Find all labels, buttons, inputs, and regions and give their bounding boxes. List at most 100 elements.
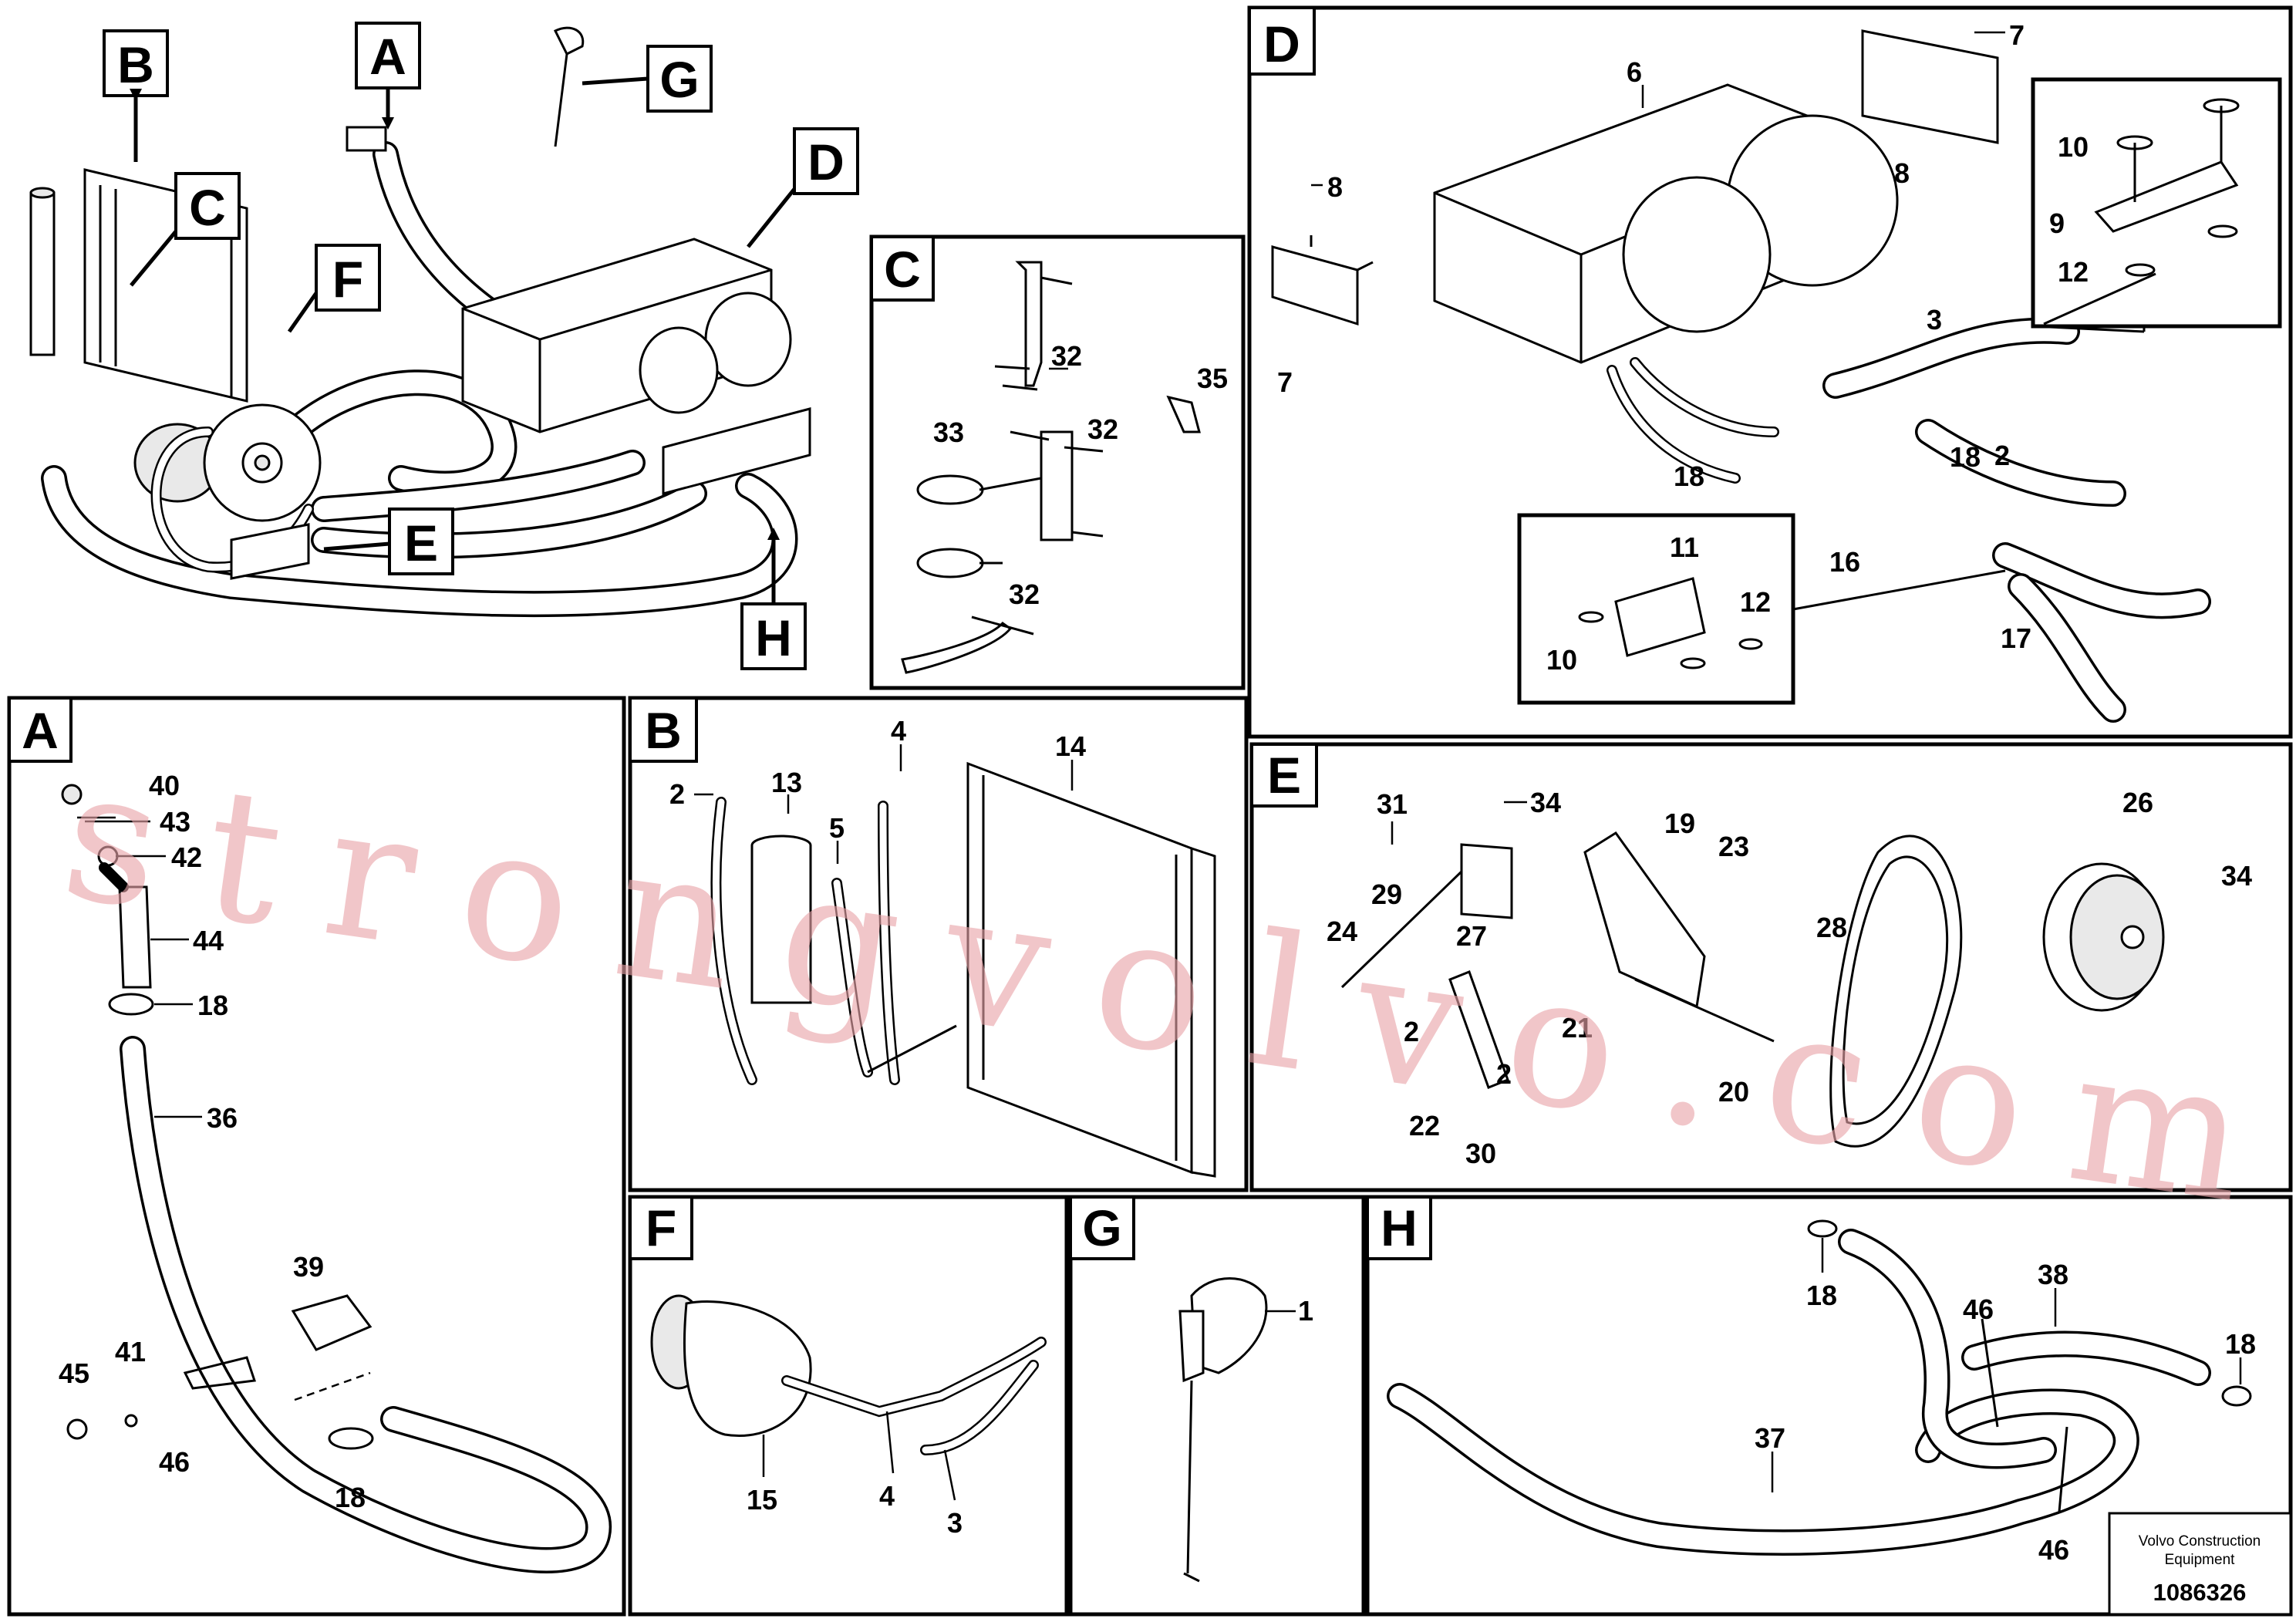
panel-e-callout-24: 24 [1327,916,1357,947]
panel-h-tag-label: H [1381,1199,1418,1256]
panel-f-callout-3: 3 [947,1507,963,1539]
overview-tag-e: E [323,508,454,575]
panel-h-callout-46: 46 [1963,1293,1994,1325]
panel-h-tag [1366,1195,1432,1260]
panel-g: G 1 [1069,1195,1313,1583]
panel-d-callout-12: 12 [1740,586,1771,618]
footer-line2: Equipment [2165,1552,2236,1568]
svg-text:B: B [117,36,154,93]
panel-a-tag-label: A [22,702,59,759]
panel-c-callout-33: 33 [933,416,964,448]
panel-e-callout-34: 34 [2221,860,2252,892]
overview-tag-d: D [747,127,859,248]
panel-h-callout-38: 38 [2038,1259,2068,1290]
panel-e-callout-19: 19 [1664,808,1695,839]
panel-a-callout-40: 40 [149,770,180,801]
panel-d-tag-label: D [1263,15,1300,73]
panel-e-tag-label: E [1267,747,1301,804]
panel-e-callout-27: 27 [1456,920,1487,952]
panel-b-callout-14: 14 [1055,730,1086,762]
panel-b: B 2 13 4 14 5 [629,696,1216,1178]
panel-c-tag-label: C [884,241,921,298]
overview-tag-h: H [740,528,807,670]
panel-b-callout-4: 4 [891,715,906,747]
panel-b-callout-2: 2 [669,778,685,810]
panel-e-callout-2: 2 [1404,1016,1419,1047]
panel-c-tag [870,235,935,302]
panel-d-callout-17: 17 [2001,622,2031,654]
panel-f-tag-label: F [646,1199,676,1256]
panel-e-callout-20: 20 [1718,1076,1749,1108]
panel-d-callout-10: 10 [2058,131,2089,163]
panel-d-callout-10: 10 [1546,644,1577,676]
panel-d-callout-2: 2 [1994,440,2010,471]
panel-d-callout-6: 6 [1627,56,1642,88]
svg-text:E: E [404,514,438,572]
panel-d-callout-7: 7 [1277,366,1293,398]
panel-d-callout-18: 18 [1950,441,1981,473]
panel-e-tag [1250,743,1318,808]
panel-h-callout-18: 18 [1806,1280,1837,1311]
panel-d-callout-3: 3 [1927,304,1942,336]
panel-d-callout-12: 12 [2058,256,2089,288]
panel-e: E 31 34 19 23 26 29 24 27 34 28 2 21 2 2… [1250,743,2252,1169]
panel-c-callout-32: 32 [1051,340,1082,372]
footer-number: 1086326 [2153,1579,2247,1606]
overview-tag-c: C [130,172,241,287]
panel-d-callout-9: 9 [2049,207,2065,239]
panel-h-callout-46: 46 [2038,1534,2069,1566]
panel-a-callout-18: 18 [197,990,228,1021]
panel-e-callout-28: 28 [1816,912,1847,943]
panel-d: D [1248,6,2282,723]
overview-tag-a: A [355,22,421,130]
footer: Volvo Construction Equipment 1086326 [2108,1512,2292,1616]
svg-text:C: C [189,179,226,236]
panel-e-callout-34: 34 [1530,787,1561,818]
svg-text:D: D [807,133,845,191]
panel-d-callout-8: 8 [1327,171,1343,203]
panel-g-frame [1068,1195,1366,1617]
panel-a-callout-41: 41 [115,1336,146,1367]
footer-line1: Volvo Construction [2139,1533,2261,1549]
panel-f-callout-4: 4 [879,1480,895,1512]
panel-a: A 40 43 42 44 18 36 39 45 41 46 18 [8,696,612,1573]
panel-e-callout-31: 31 [1377,788,1408,820]
panel-e-callout-22: 22 [1409,1110,1440,1141]
panel-c-callout-32: 32 [1087,413,1118,445]
panel-f-tag [629,1195,693,1260]
panel-a-callout-43: 43 [160,806,190,838]
panel-d-callout-7: 7 [2009,19,2025,51]
panel-e-callout-29: 29 [1371,878,1402,910]
svg-text:A: A [369,28,406,85]
panel-e-callout-2: 2 [1496,1058,1512,1090]
panel-a-callout-36: 36 [207,1102,238,1134]
panel-b-callout-13: 13 [771,767,802,798]
panel-c: C 32 35 33 32 32 [870,235,1228,674]
panel-d-tag [1248,6,1316,76]
panel-b-callout-5: 5 [829,812,845,844]
panel-e-callout-30: 30 [1465,1138,1496,1169]
overview-tag-g: G [582,45,713,113]
panel-e-callout-21: 21 [1562,1012,1593,1044]
panel-g-callout-1: 1 [1298,1295,1313,1327]
panel-g-tag-label: G [1082,1199,1121,1256]
panel-a-tag [8,696,72,763]
overview-tag-f: F [287,244,381,333]
panel-a-callout-44: 44 [193,925,224,956]
svg-text:H: H [755,609,792,666]
panel-c-callout-32: 32 [1009,578,1040,610]
panel-e-callout-26: 26 [2122,787,2153,818]
panel-h-callout-37: 37 [1755,1422,1785,1454]
panel-h: H 18 46 38 18 37 46 [1366,1195,2256,1566]
panel-a-callout-45: 45 [59,1357,89,1389]
panel-a-callout-42: 42 [171,841,202,873]
panel-c-callout-35: 35 [1197,363,1228,394]
panel-a-callout-18: 18 [335,1482,366,1513]
panel-a-callout-46: 46 [159,1446,190,1478]
panel-d-callout-11: 11 [1670,531,1699,563]
svg-text:F: F [332,251,363,308]
panel-b-tag-label: B [645,702,682,759]
panel-d-callout-18: 18 [1674,460,1704,492]
panel-g-tag [1069,1195,1135,1260]
